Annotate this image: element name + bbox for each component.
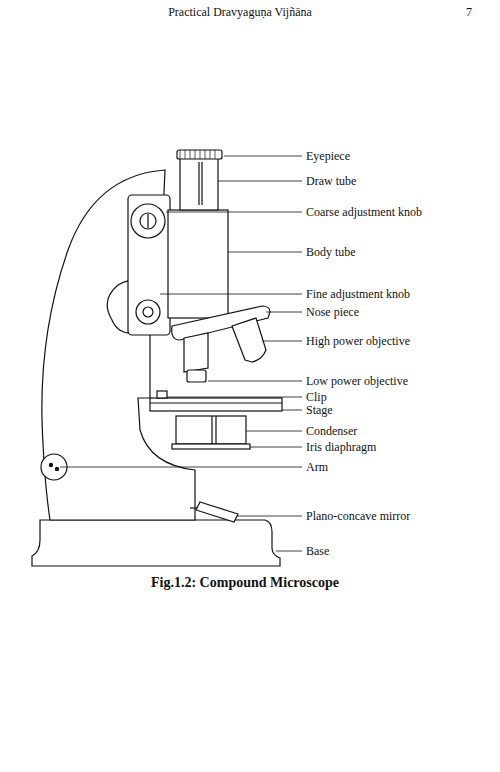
- running-head: 7: [466, 5, 472, 19]
- figure-caption: Fig.1.2: Compound Microscope: [151, 575, 339, 591]
- draw-tube: [180, 158, 218, 210]
- iris-diaphragm: [172, 444, 250, 449]
- part-label: Draw tube: [306, 174, 356, 188]
- part-label: Low power objective: [306, 374, 408, 388]
- part-label: Clip: [306, 390, 327, 404]
- knob-dot: [49, 463, 52, 466]
- coarse-knob-hub: [140, 213, 156, 229]
- part-label: Coarse adjustment knob: [306, 205, 422, 219]
- scale-line: [198, 162, 199, 205]
- high-power-objective: [232, 318, 266, 362]
- fine-knob: [136, 300, 160, 324]
- low-power-lens: [187, 370, 206, 382]
- part-label: Condenser: [306, 424, 357, 438]
- condenser-rod: [211, 416, 212, 444]
- part-label: Fine adjustment knob: [306, 287, 410, 301]
- condenser: [176, 416, 246, 444]
- arm-block: [128, 195, 170, 335]
- leader-lines: [60, 156, 302, 551]
- part-label: Iris diaphragm: [306, 440, 376, 454]
- part-label: Stage: [306, 403, 333, 417]
- plano-concave-mirror: [196, 502, 238, 522]
- stage-edge: [150, 402, 282, 403]
- base: [32, 520, 280, 566]
- part-label: Base: [306, 544, 329, 558]
- body-tube: [168, 210, 228, 318]
- part-label: Eyepiece: [306, 149, 350, 163]
- fine-knob-hub: [143, 307, 153, 317]
- part-label: Body tube: [306, 245, 356, 259]
- stage: [150, 398, 282, 411]
- running-head: Practical Dravyaguṇa Vijñāna: [168, 5, 312, 19]
- coarse-knob: [131, 204, 165, 238]
- part-label: Nose piece: [306, 305, 359, 319]
- clip: [157, 391, 167, 398]
- condenser-rod: [215, 416, 216, 444]
- scale-line: [201, 162, 202, 205]
- knob-dot: [55, 467, 58, 470]
- part-label: Plano-concave mirror: [306, 509, 410, 523]
- coarse-knob-mark: [147, 214, 148, 228]
- eyepiece-knurl: [180, 150, 215, 159]
- part-label: Arm: [306, 460, 328, 474]
- low-power-objective: [184, 333, 208, 372]
- part-label: High power objective: [306, 334, 410, 348]
- eyepiece: [177, 150, 222, 159]
